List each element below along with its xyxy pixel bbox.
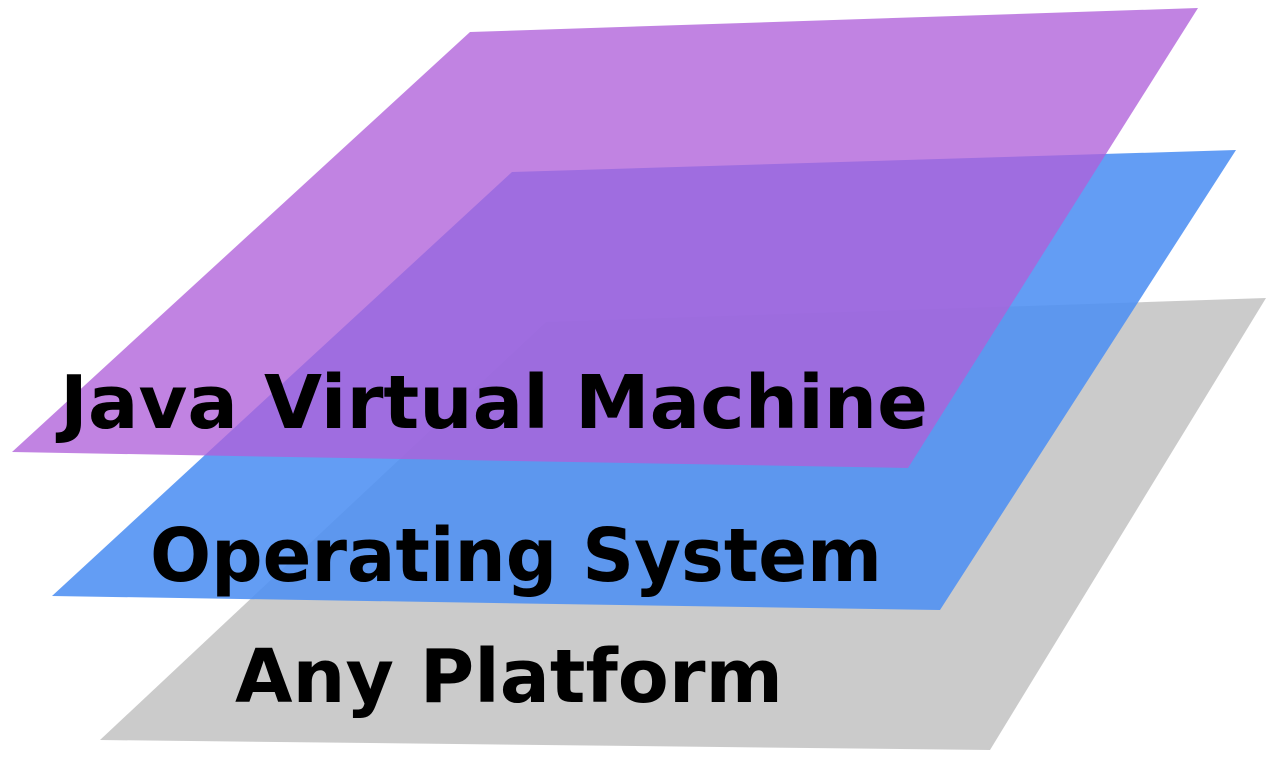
layer-any-platform-label: Any Platform <box>235 634 783 720</box>
layer-java-virtual-machine-plane <box>12 8 1198 468</box>
layer-operating-system-label: Operating System <box>150 513 882 599</box>
layer-java-virtual-machine-label: Java Virtual Machine <box>55 360 928 446</box>
layer-java-virtual-machine: Java Virtual Machine <box>12 8 1198 468</box>
